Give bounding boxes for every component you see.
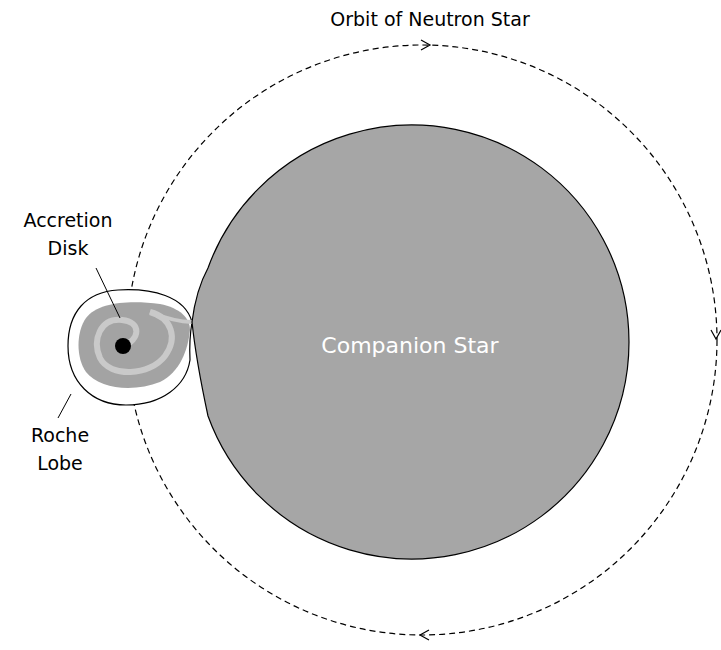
companion-star: Companion Star — [180, 120, 640, 570]
star-shape — [192, 125, 629, 559]
orbit-arrow — [420, 630, 429, 640]
disk-spiral — [97, 312, 172, 372]
star-name: Companion Star — [321, 333, 498, 358]
callout-label: Orbit of Neutron Star — [280, 5, 580, 33]
roche-lobe — [68, 290, 192, 405]
callout-label: Accretion Disk — [10, 206, 126, 262]
orbit-path — [127, 45, 717, 635]
orbit-arrow — [421, 40, 430, 50]
disk-stream — [150, 312, 192, 322]
accretion-disk — [79, 302, 191, 388]
callout-label: Roche Lobe — [8, 421, 112, 477]
leader-line — [96, 268, 120, 318]
leader-line — [58, 394, 71, 418]
orbit-arrow — [711, 330, 721, 339]
neutron-star — [115, 338, 131, 354]
